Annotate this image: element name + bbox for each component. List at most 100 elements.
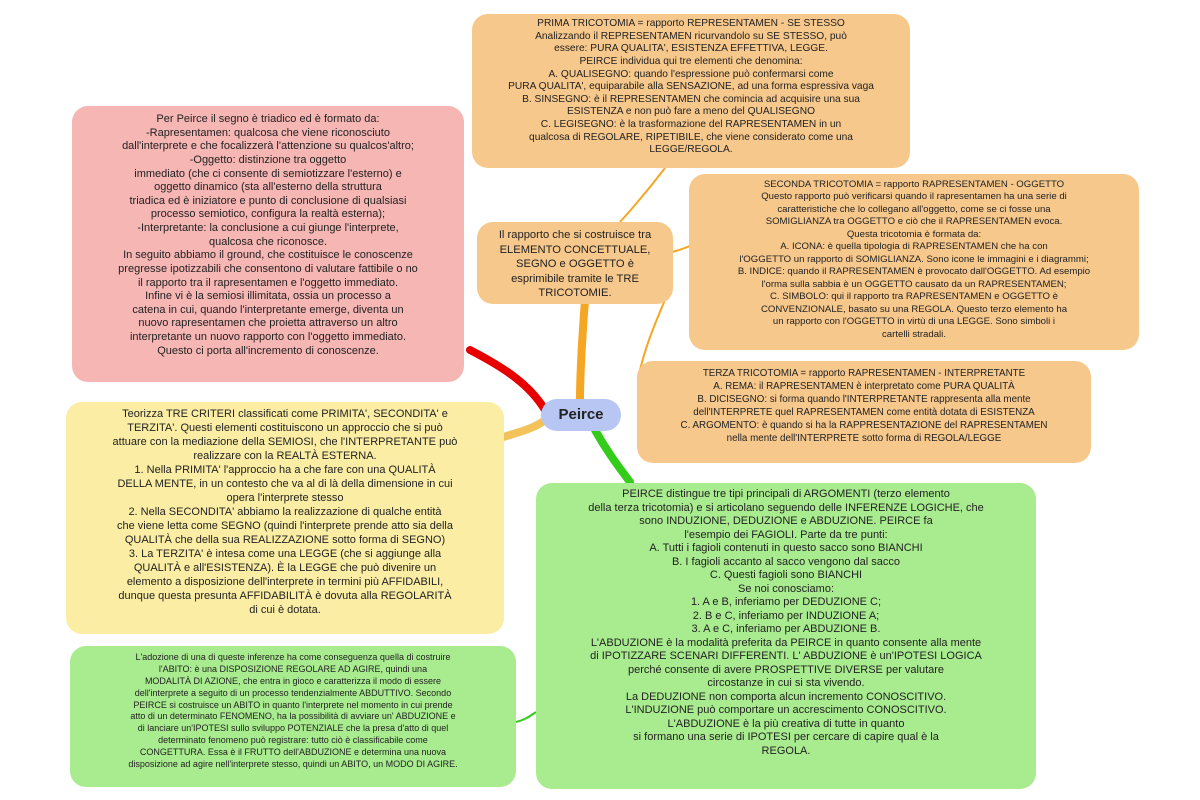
link-to-tricotomie xyxy=(576,296,589,404)
text-line: qualcosa che riconosce. xyxy=(208,235,327,248)
text-line: il rapporto tra il rapresentamen e l'ogg… xyxy=(137,276,399,289)
text-line: LEGGE/REGOLA. xyxy=(649,144,733,156)
text-line: TRICOTOMIE. xyxy=(538,287,612,300)
text-line: determinato fenomeno può registrare: tut… xyxy=(158,735,428,746)
text-line: SOMIGLIANZA tra OGGETTO e ciò che il RAP… xyxy=(765,216,1063,228)
central-node-peirce[interactable]: Peirce xyxy=(541,399,621,431)
text-line: si formano una serie di IPOTESI per cerc… xyxy=(633,731,939,744)
text-line: l'OGGETTO un rapporto di SOMIGLIANZA. So… xyxy=(739,253,1089,265)
text-line: C. ARGOMENTO: è quando si ha la RAPPRESE… xyxy=(680,419,1048,431)
text-line: essere: PURA QUALITA', ESISTENZA EFFETTI… xyxy=(554,43,828,55)
text-line: nuovo rapresentamen che proietta attrave… xyxy=(138,317,398,330)
box-seconda-tricotomia: SECONDA TRICOTOMIA = rapporto RAPRESENTA… xyxy=(689,174,1139,350)
text-line: A. Tutti i fagioli contenuti in questo s… xyxy=(649,542,923,555)
text-line: A. REMA: il RAPRESENTAMEN è interpretato… xyxy=(713,380,1015,392)
link-tricotomie-to-prima xyxy=(619,167,666,223)
text-line: dell'interprete a seguito di un processo… xyxy=(134,687,452,698)
text-line: B. SINSEGNO: è il REPRESENTAMEN che comi… xyxy=(522,93,860,105)
text-line: catena in cui, quando l'interpretante em… xyxy=(132,303,404,316)
text-line: della terza tricotomia) e si articolano … xyxy=(588,501,984,514)
box-prima-tricotomia: PRIMA TRICOTOMIA = rapporto REPRESENTAME… xyxy=(472,14,910,168)
text-line: MODALITÀ DI AZIONE, che entra in gioco e… xyxy=(144,675,442,686)
text-line: B. DICISEGNO: si forma quando l'INTERPRE… xyxy=(697,393,1031,405)
text-line: Teorizza TRE CRITERI classificati come P… xyxy=(122,408,448,420)
text-line: C. Questi fagioli sono BIANCHI xyxy=(709,569,863,582)
text-line: Se noi conosciamo: xyxy=(738,582,834,595)
link-to-argomenti xyxy=(591,426,634,486)
text-line: l'ABITO: è una DISPOSIZIONE REGOLARE AD … xyxy=(158,663,428,674)
text-line: interpretante un nuovo rapporto con l'og… xyxy=(129,331,407,343)
text-line: -Oggetto: distinzione tra oggetto xyxy=(189,153,347,166)
text-line: Questa tricotomia è formata da: xyxy=(846,228,982,240)
box-terza-tricotomia: TERZA TRICOTOMIA = rapporto RAPRESENTAME… xyxy=(637,361,1091,463)
text-line: 3. La TERZITA' è intesa come una LEGGE (… xyxy=(128,547,442,560)
text-line: dunque questa presunta AFFIDABILITÀ è do… xyxy=(118,589,452,602)
link-to-definition xyxy=(466,346,549,414)
text-line: TERZA TRICOTOMIA = rapporto RAPRESENTAME… xyxy=(702,368,1026,379)
box-argomenti: PEIRCE distingue tre tipi principali di … xyxy=(536,483,1036,789)
text-line: dall'interprete e che focalizzerà l'atte… xyxy=(122,140,414,153)
text-line: SECONDA TRICOTOMIA = rapporto RAPRESENTA… xyxy=(763,179,1065,190)
text-line: A. ICONA: è quella tipologia di RAPRESEN… xyxy=(780,241,1048,253)
text-line: disposizione ad agire nell'interprete st… xyxy=(128,758,458,769)
text-line: atto di un determinato FENOMENO, ha la p… xyxy=(130,711,456,722)
text-line: opera l'interprete stesso xyxy=(226,491,344,504)
text-line: In seguito abbiamo il ground, che costit… xyxy=(123,249,413,262)
text-line: PEIRCE distingue tre tipi principali di … xyxy=(622,488,950,500)
text-line: ELEMENTO CONCETTUALE, xyxy=(499,243,651,256)
text-line: di cui è dotata. xyxy=(249,603,321,616)
text-line: Analizzando il REPRESENTAMEN ricurvandol… xyxy=(535,30,847,42)
text-line: La DEDUZIONE non comporta alcun incremen… xyxy=(625,690,947,703)
text-line: di IPOTIZZARE SCENARI DIFFERENTI. L' ABD… xyxy=(590,650,982,663)
text-line: oggetto dinamico (sta all'esterno della … xyxy=(154,181,382,194)
text-line: B. INDICE: quando il RAPRESENTAMEN è pro… xyxy=(737,266,1091,278)
text-line: dell'INTERPRETE quel RAPRESENTAMEN come … xyxy=(693,406,1035,418)
text-line: REGOLA. xyxy=(761,744,811,757)
text-line: Questo rapporto può verificarsi quando i… xyxy=(761,191,1067,203)
text-line: L'ABDUZIONE è la modalità preferita da P… xyxy=(590,636,982,649)
text-line: B. I fagioli accanto al sacco vengono da… xyxy=(671,555,901,568)
text-line: PURA QUALITA', equiparabile alla SENSAZI… xyxy=(508,81,874,93)
text-line: di lanciare un'IPOTESI sullo sviluppo PO… xyxy=(137,723,449,734)
text-line: immediato (che ci consente di semiotizza… xyxy=(134,167,402,180)
text-line: 1. A e B, inferiamo per DEDUZIONE C; xyxy=(690,596,882,609)
text-line: sono INDUZIONE, DEDUZIONE e ABDUZIONE. P… xyxy=(639,515,933,528)
text-line: L'INDUZIONE può comportare un accrescime… xyxy=(625,704,947,717)
text-line: ESISTENZA e non può fare a meno del QUAL… xyxy=(566,106,816,118)
box-segno-triadico: Per Peirce il segno è triadico ed è form… xyxy=(72,106,464,382)
text-line: PRIMA TRICOTOMIA = rapporto REPRESENTAME… xyxy=(537,18,845,29)
text-line: L'adozione di una di queste inferenze ha… xyxy=(135,652,451,662)
text-line: processo semiotico, configura la realtà … xyxy=(150,208,386,221)
text-line: PEIRCE si costruisce un ABITO in quanto … xyxy=(133,699,453,710)
text-line: caratteristiche che lo collegano all'ogg… xyxy=(777,203,1051,215)
text-line: QUALITÀ e all'ESISTENZA). È la LEGGE che… xyxy=(133,561,437,574)
text-line: Infine vi è la semiosi illimitata, ossia… xyxy=(145,290,391,303)
text-line: TERZITA'. Questi elementi costituiscono … xyxy=(127,421,443,434)
text-line: CONVENZIONALE, basato su una REGOLA. Que… xyxy=(760,303,1068,315)
text-line: L'ABDUZIONE è la più creativa di tutte i… xyxy=(667,717,905,730)
text-line: Questo ci porta all'incremento di conosc… xyxy=(157,344,379,357)
text-line: attuare con la mediazione della SEMIOSI,… xyxy=(112,435,458,448)
link-to-criteri xyxy=(496,416,549,442)
text-line: Il rapporto che si costruisce tra xyxy=(498,229,652,241)
text-line: Per Peirce il segno è triadico ed è form… xyxy=(156,113,380,125)
text-line: A. QUALISEGNO: quando l'espressione può … xyxy=(548,68,834,80)
text-line: SEGNO e OGGETTO è xyxy=(516,258,634,271)
box-tre-criteri: Teorizza TRE CRITERI classificati come P… xyxy=(66,402,504,634)
text-line: 2. B e C, inferiamo per INDUZIONE A; xyxy=(692,609,880,622)
text-line: DELLA MENTE, in un contesto che va al di… xyxy=(117,477,453,490)
text-line: C. SIMBOLO: qui il rapporto tra RAPRESEN… xyxy=(769,291,1059,303)
text-line: l'esempio dei FAGIOLI. Parte da tre punt… xyxy=(684,528,888,541)
link-argomenti-to-abito xyxy=(515,711,537,723)
text-line: che viene letta come SEGNO (quindi l'int… xyxy=(117,519,453,532)
text-line: pregresse ipotizzabili che consentono di… xyxy=(118,262,418,275)
text-line: esprimibile tramite le TRE xyxy=(511,272,639,285)
text-line: QUALITÀ che della sua REALIZZAZIONE sott… xyxy=(124,533,446,546)
text-line: realizzare con la REALTÀ ESTERNA. xyxy=(193,449,377,462)
box-abito: L'adozione di una di queste inferenze ha… xyxy=(70,646,516,787)
text-line: -Rapresentamen: qualcosa che viene ricon… xyxy=(146,126,390,139)
text-line: -Interpretante: la conclusione a cui giu… xyxy=(137,222,399,234)
text-line: l'orma sulla sabbia è un OGGETTO causato… xyxy=(761,278,1067,290)
